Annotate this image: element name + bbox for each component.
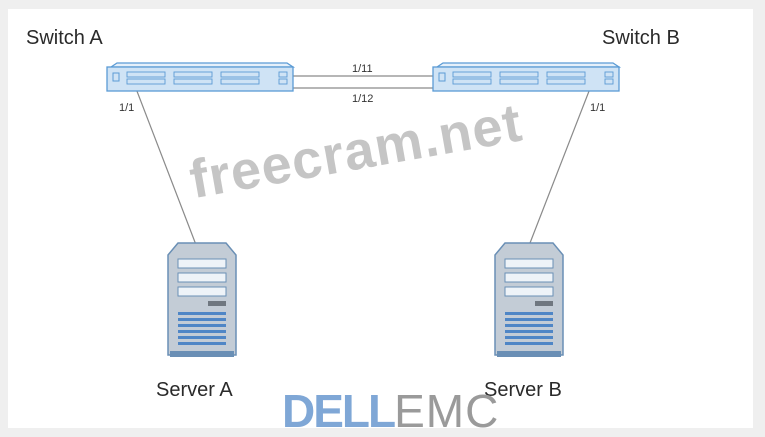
port-label-1-12: 1/12 (352, 93, 374, 105)
server-b-label: Server B (484, 379, 562, 401)
port-label-switch-b-1-1: 1/1 (590, 102, 606, 114)
switch-a-icon[interactable] (106, 62, 296, 92)
link-switch-b-server-b (529, 85, 592, 244)
server-b-icon[interactable] (494, 242, 564, 357)
server-a-label: Server A (156, 379, 233, 401)
dell-emc-logo: DELLEMC (282, 388, 499, 434)
port-label-switch-a-1-1: 1/1 (119, 102, 135, 114)
server-a-icon[interactable] (167, 242, 237, 357)
port-label-1-11: 1/11 (352, 63, 373, 75)
switch-a-label: Switch A (26, 27, 103, 49)
logo-dell: DELL (282, 385, 396, 437)
switch-b-icon[interactable] (432, 62, 622, 92)
link-switch-a-server-a (134, 85, 199, 251)
logo-emc: EMC (394, 385, 500, 437)
switch-b-label: Switch B (602, 27, 680, 49)
